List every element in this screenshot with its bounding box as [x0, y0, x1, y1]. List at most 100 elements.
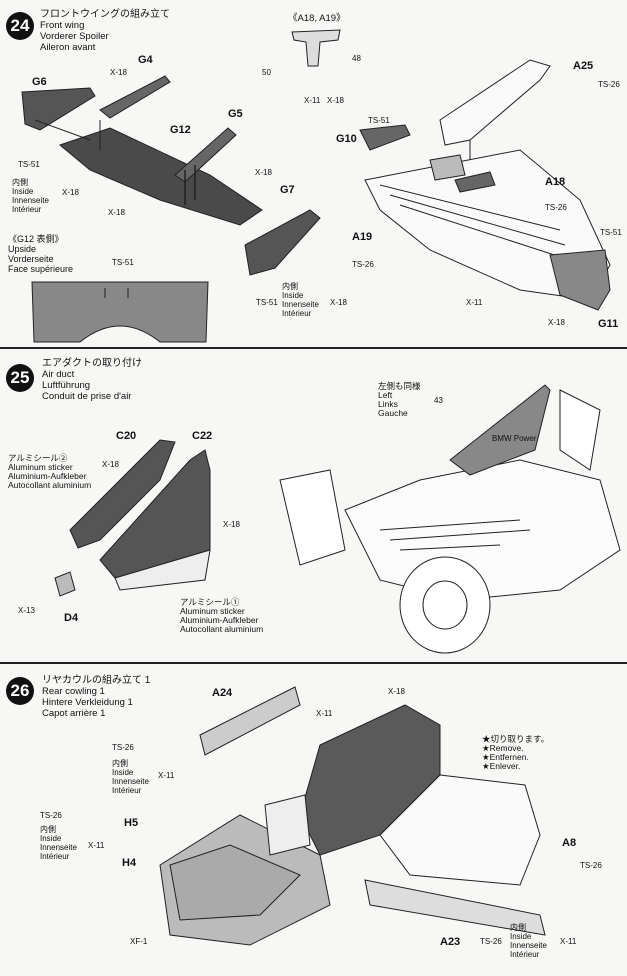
- title-de: Hintere Verkleidung 1: [42, 697, 133, 708]
- inside-de: Innenseite: [282, 300, 319, 309]
- sticker-1-jp: アルミシール①: [180, 597, 240, 607]
- part-label-a25: A25: [573, 60, 594, 72]
- inside-fr: Intérieur: [282, 309, 312, 318]
- rear-cowling-diagram: [159, 686, 546, 946]
- screw-ts26-c: TS-26: [580, 861, 602, 870]
- part-label-h5: H5: [124, 817, 139, 829]
- inside-de: Innenseite: [40, 843, 77, 852]
- screw-x11-b: X-11: [158, 771, 175, 780]
- inside-jp: 内側: [112, 759, 128, 768]
- remove-de: ★Entfernen.: [482, 752, 529, 762]
- part-label-g5: G5: [228, 108, 243, 120]
- title-en: Front wing: [40, 20, 85, 31]
- part-label-d4: D4: [64, 612, 79, 624]
- ref-header: 《A18, A19》: [288, 13, 346, 24]
- sticker-2-note: アルミシール② Aluminum sticker Aluminium-Aufkl…: [8, 454, 91, 490]
- left-side-note: 左側も同様 Left Links Gauche: [378, 382, 421, 418]
- sticker-en: Aluminum sticker: [8, 462, 73, 472]
- part-label-c22: C22: [192, 430, 213, 442]
- part-g6-shape: [21, 87, 96, 131]
- inside-jp: 内側: [510, 923, 526, 932]
- bmw-power-decal: BMW Power: [492, 434, 537, 443]
- part-label-c20: C20: [116, 430, 137, 442]
- part-g12-shape: [58, 127, 263, 226]
- part-c20-shape: [69, 439, 176, 549]
- part-label-h4: H4: [122, 857, 137, 869]
- title-jp: リヤカウルの組み立て 1: [42, 675, 151, 686]
- step-title: リヤカウルの組み立て 1 Rear cowling 1 Hintere Verk…: [42, 675, 150, 719]
- screw-x18-f: X-18: [327, 96, 344, 105]
- screw-x11-d: X-11: [560, 937, 577, 946]
- screw-x11-b: X-11: [466, 298, 483, 307]
- remove-note: ★切り取ります。 ★Remove. ★Entfernen. ★Enlever.: [482, 735, 549, 771]
- g12-upside-en: Upside: [8, 244, 37, 254]
- g12-header: 《G12 表側》: [8, 234, 64, 244]
- front-wing-assembly: [359, 59, 611, 311]
- part-label-g6: G6: [32, 76, 47, 88]
- part-label-g4: G4: [138, 54, 153, 66]
- title-jp: フロントウイングの組み立て: [40, 9, 170, 20]
- air-duct-diagram: [54, 384, 621, 654]
- part-label-a19: A19: [352, 231, 373, 243]
- ref-part-a18-a19: [291, 29, 341, 67]
- inside-fr: Intérieur: [112, 786, 142, 795]
- inside-jp: 内側: [40, 825, 56, 834]
- part-d4-shape: [54, 571, 76, 597]
- inside-fr: Intérieur: [12, 205, 42, 214]
- sticker-de: Aluminium-Aufkleber: [8, 471, 87, 481]
- step-number: 24: [6, 12, 34, 40]
- sticker-fr: Autocollant aluminium: [180, 624, 264, 634]
- sticker-de: Aluminium-Aufkleber: [180, 615, 259, 625]
- inside-jp: 内側: [282, 282, 298, 291]
- g12-upside-fr: Face supérieure: [8, 264, 74, 274]
- inside-en: Inside: [12, 187, 34, 196]
- step-title: エアダクトの取り付け Air duct Luftführung Conduit …: [42, 358, 142, 402]
- inside-en: Inside: [40, 834, 62, 843]
- screw-ts26-c: TS-26: [352, 260, 374, 269]
- inside-de: Innenseite: [510, 941, 547, 950]
- inside-fr: Intérieur: [40, 852, 70, 861]
- inside-note-a: 内側 Inside Innenseite Intérieur: [112, 759, 149, 795]
- screw-x11-c: X-11: [88, 841, 105, 850]
- part-label-g12: G12: [170, 124, 191, 136]
- screw-x18: X-18: [388, 687, 405, 696]
- screw-x18-a: X-18: [102, 460, 119, 469]
- title-en: Air duct: [42, 369, 75, 380]
- screw-x11-a: X-11: [304, 96, 321, 105]
- left-de: Links: [378, 399, 398, 409]
- part-a24-shape: [199, 686, 301, 756]
- inside-en: Inside: [282, 291, 304, 300]
- step-number: 26: [6, 677, 34, 705]
- screw-xf1: XF-1: [130, 937, 148, 946]
- screw-ts26-a: TS-26: [598, 80, 620, 89]
- inside-en: Inside: [112, 768, 134, 777]
- sticker-fr: Autocollant aluminium: [8, 480, 92, 490]
- screw-x18-b: X-18: [255, 168, 272, 177]
- screw-x18-d: X-18: [108, 208, 125, 217]
- part-label-a24: A24: [212, 687, 233, 699]
- screw-ts26-b: TS-26: [545, 203, 567, 212]
- remove-fr: ★Enlever.: [482, 761, 521, 771]
- inside-en: Inside: [510, 932, 532, 941]
- screw-x13: X-13: [18, 606, 35, 615]
- screw-x18-e: X-18: [330, 298, 347, 307]
- g12-upside-plate: [31, 281, 209, 343]
- car-rear-assembly: [279, 384, 621, 654]
- left-en: Left: [378, 390, 393, 400]
- part-label-a18: A18: [545, 176, 566, 188]
- screw-x11-a: X-11: [316, 709, 333, 718]
- section-divider: [0, 662, 627, 664]
- title-de: Luftführung: [42, 380, 91, 391]
- screw-ts51-d: TS-51: [368, 116, 390, 125]
- front-wing-diagram: [21, 29, 611, 343]
- title-en: Rear cowling 1: [42, 686, 105, 697]
- ref-num-48: 48: [352, 54, 361, 63]
- screw-ts51-e: TS-51: [600, 228, 622, 237]
- screw-x18-b: X-18: [223, 520, 240, 529]
- inside-de: Innenseite: [12, 196, 49, 205]
- part-label-a23: A23: [440, 936, 461, 948]
- step-25: 25 エアダクトの取り付け Air duct Luftführung Condu…: [0, 350, 627, 660]
- section-divider: [0, 347, 627, 349]
- sticker-2-jp: アルミシール②: [8, 453, 68, 463]
- part-g4-shape: [99, 75, 171, 119]
